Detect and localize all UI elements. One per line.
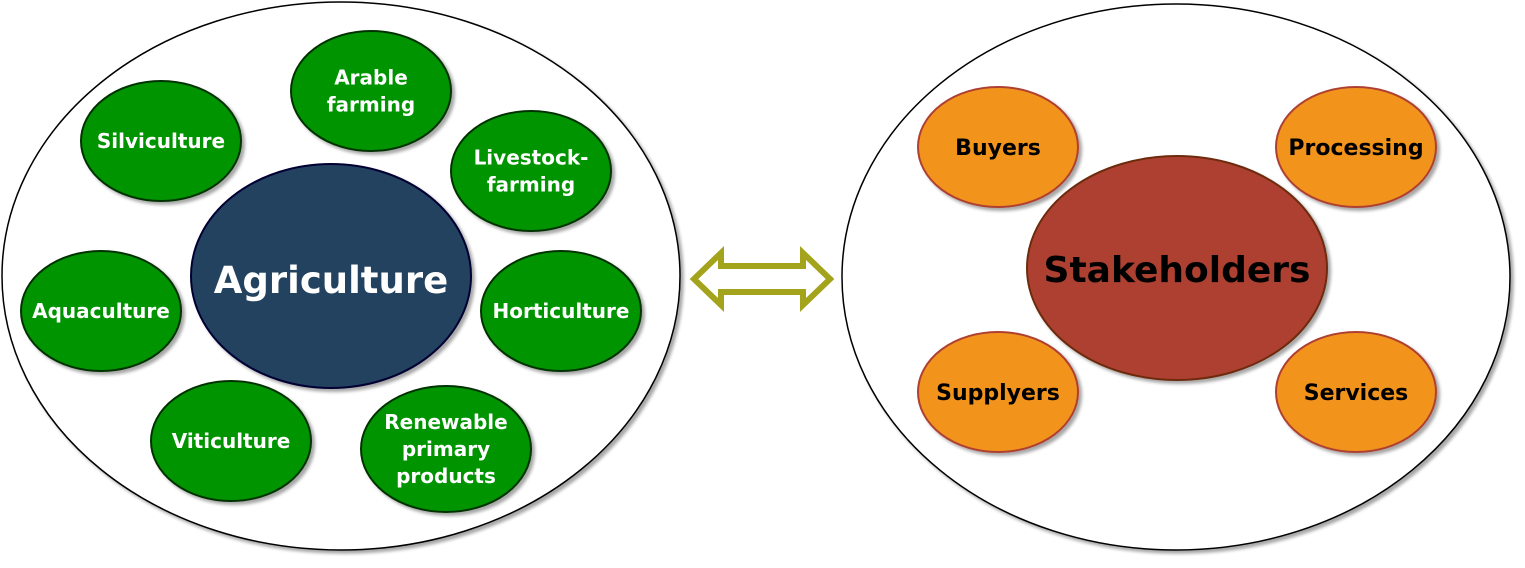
sector-ellipse — [360, 385, 532, 513]
sector-label: Silviculture — [97, 129, 225, 153]
sector-viticulture: Viticulture — [150, 380, 312, 502]
sector-ellipse — [290, 30, 452, 152]
agriculture-center-label: Agriculture — [214, 259, 448, 302]
sector-nodes: ArablefarmingSilvicultureLivestock-farmi… — [20, 30, 642, 513]
sector-label: Aquaculture — [32, 299, 170, 323]
group-ellipse — [917, 331, 1079, 453]
agriculture-center-ellipse — [190, 163, 472, 389]
sector-label: Arable — [334, 66, 408, 90]
sector-ellipse — [150, 380, 312, 502]
sector-label: Horticulture — [493, 299, 630, 323]
group-label: Services — [1304, 381, 1409, 406]
group-buyers: Buyers — [917, 86, 1079, 208]
sector-arable-farming: Arable farming — [290, 30, 452, 152]
group-ellipse — [1275, 331, 1437, 453]
group-label: Supplyers — [936, 381, 1060, 406]
double-arrow-icon — [689, 245, 835, 313]
stakeholders-center-ellipse — [1026, 155, 1328, 381]
sector-ellipse — [480, 250, 642, 372]
sector-silviculture: Silviculture — [80, 80, 242, 202]
sector-aquaculture: Aquaculture — [20, 250, 182, 372]
sector-label: farming — [327, 93, 415, 117]
group-supplyers: Supplyers — [917, 331, 1079, 453]
sector-label: Viticulture — [172, 429, 291, 453]
sector-ellipse — [80, 80, 242, 202]
sector-renewable-primary-products: Renewable primary products — [360, 385, 532, 513]
agriculture-group: Agriculture ArablefarmingSilvicultureLiv… — [1, 1, 681, 551]
sector-label: farming — [487, 173, 575, 197]
sector-horticulture: Horticulture — [480, 250, 642, 372]
group-label: Buyers — [955, 136, 1041, 161]
group-ellipse — [1275, 86, 1437, 208]
sector-label: products — [396, 464, 496, 488]
sector-label: Renewable — [384, 410, 507, 434]
group-ellipse — [917, 86, 1079, 208]
group-processing: Processing — [1275, 86, 1437, 208]
group-services: Services — [1275, 331, 1437, 453]
stakeholders-center-label: Stakeholders — [1044, 250, 1311, 291]
sector-livestock-farming: Livestock-farming — [450, 110, 612, 232]
sector-label: primary — [402, 437, 490, 461]
group-label: Processing — [1288, 136, 1423, 161]
sector-ellipse — [20, 250, 182, 372]
sector-label: Livestock- — [474, 146, 589, 170]
sector-ellipse — [450, 110, 612, 232]
